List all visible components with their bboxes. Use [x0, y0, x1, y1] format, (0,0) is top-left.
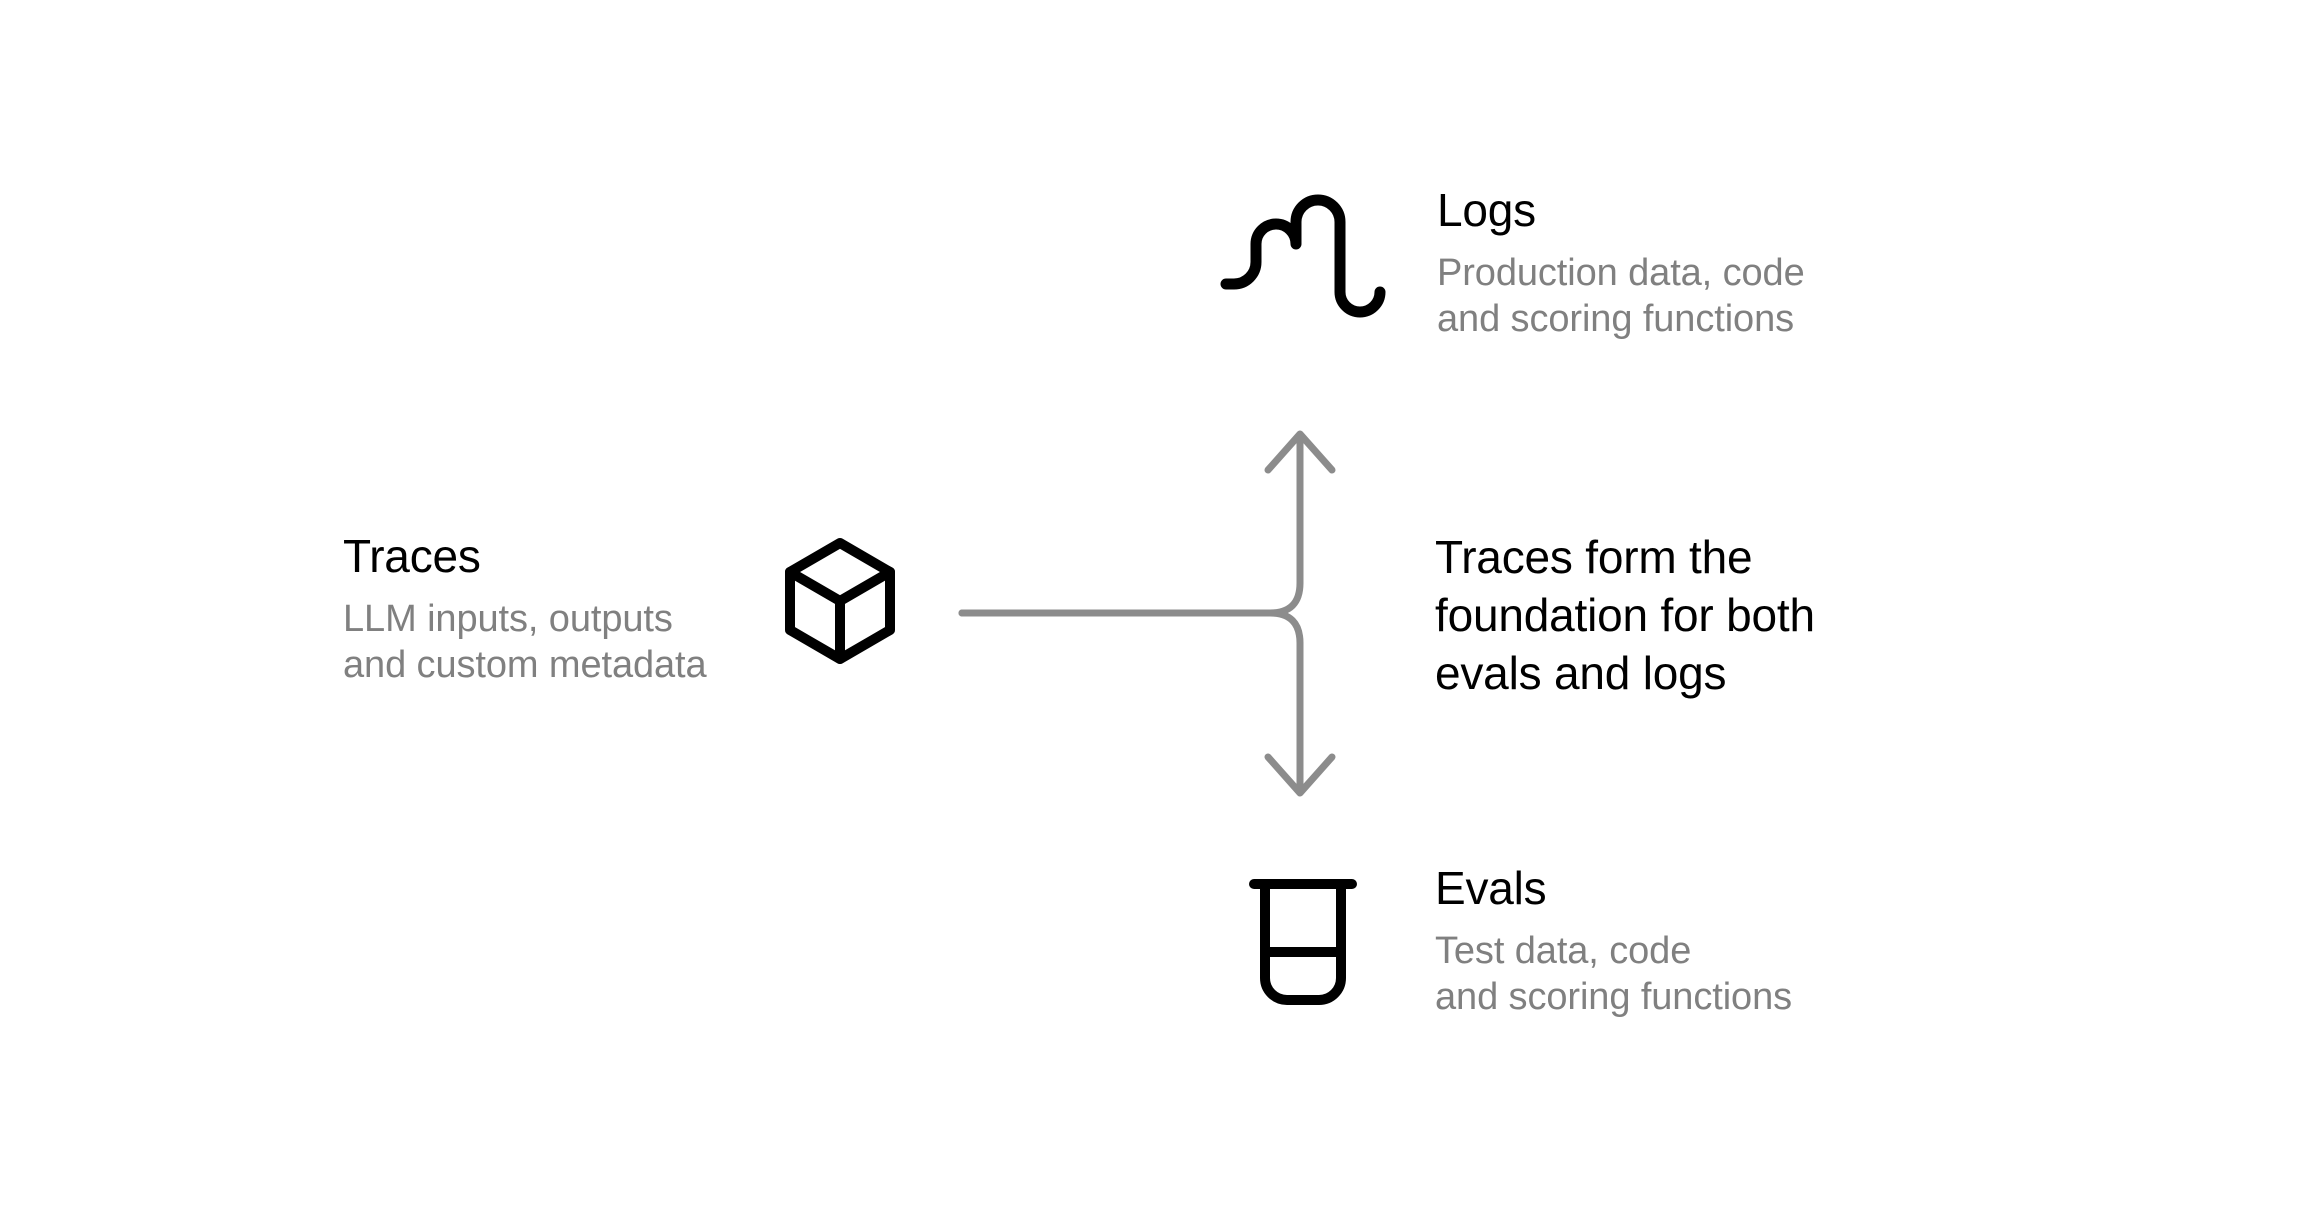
logs-subtitle-line-1: Production data, code [1437, 252, 1805, 294]
traces-subtitle-line-1: LLM inputs, outputs [343, 598, 673, 640]
evals-text-block: Evals Test data, code and scoring functi… [1435, 860, 1792, 1020]
evals-subtitle-line-2: and scoring functions [1435, 976, 1793, 1018]
statement-text-block: Traces form the foundation for both eval… [1435, 528, 1815, 702]
traces-text-block: Traces LLM inputs, outputs and custom me… [343, 528, 707, 688]
statement-line-3: evals and logs [1435, 647, 1727, 699]
traces-title: Traces [343, 530, 481, 582]
arrowhead-down-icon [1264, 753, 1336, 797]
connector-path-down [958, 609, 1304, 791]
evals-title: Evals [1435, 862, 1547, 914]
connector-path-up [958, 436, 1304, 617]
cube-icon [776, 536, 904, 678]
beaker-icon [1248, 874, 1358, 1014]
traces-subtitle-line-2: and custom metadata [343, 644, 707, 686]
statement-line-2: foundation for both [1435, 589, 1815, 641]
logs-subtitle-line-2: and scoring functions [1437, 298, 1795, 340]
logs-text-block: Logs Production data, code and scoring f… [1437, 182, 1805, 342]
logs-title: Logs [1437, 184, 1536, 236]
waveform-icon [1220, 194, 1386, 351]
arrowhead-up-icon [1264, 430, 1336, 474]
statement-line-1: Traces form the [1435, 531, 1753, 583]
evals-subtitle-line-1: Test data, code [1435, 930, 1692, 972]
